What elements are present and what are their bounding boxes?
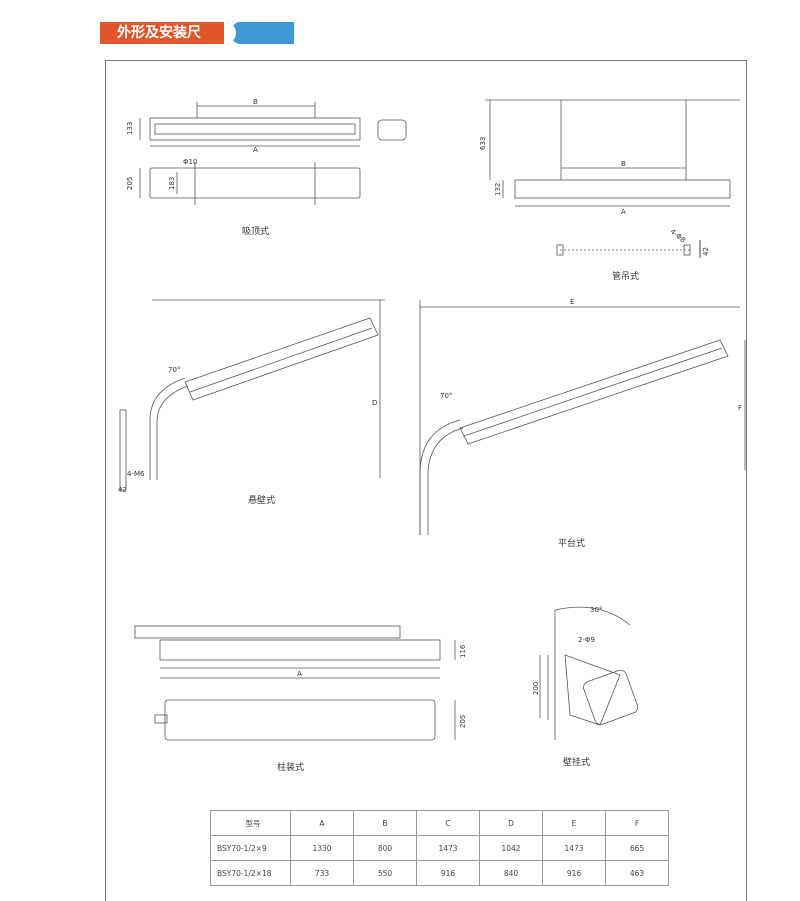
dim-a: A bbox=[253, 146, 258, 154]
dim-e: E bbox=[570, 298, 574, 306]
dim-205: 205 bbox=[459, 715, 467, 728]
table-cell: 665 bbox=[605, 835, 669, 861]
dim-4-m6: 4-M6 bbox=[127, 470, 145, 478]
table-row: BSY70-1/2×18 733 550 916 840 916 463 bbox=[210, 860, 669, 886]
caption-cantilever: 悬壁式 bbox=[248, 494, 275, 506]
header-accent-bar bbox=[232, 22, 294, 44]
table-cell: 550 bbox=[353, 860, 417, 886]
dim-f: F bbox=[738, 404, 742, 412]
table-header-row: 型号 A B C D E F bbox=[210, 810, 669, 836]
dim-4-phi8: 4-Φ8 bbox=[669, 227, 687, 244]
table-cell: 916 bbox=[542, 860, 606, 886]
table-cell: 463 bbox=[605, 860, 669, 886]
dim-132: 132 bbox=[494, 183, 502, 196]
drawing-frame bbox=[105, 60, 747, 901]
cantilever-mount-drawing: 70° D 4-M6 42 悬壁式 bbox=[118, 299, 385, 506]
header-cell: E bbox=[542, 810, 606, 836]
dim-633: 633 bbox=[479, 137, 487, 150]
dim-30: 30° bbox=[590, 606, 602, 614]
ceiling-mount-drawing: B A 133 205 183 Φ10 吸顶式 bbox=[126, 98, 407, 237]
header-cell: A bbox=[290, 810, 354, 836]
table-cell: 1473 bbox=[416, 835, 480, 861]
dim-phi10: Φ10 bbox=[183, 158, 197, 166]
table-cell: 1330 bbox=[290, 835, 354, 861]
pendant-mount-drawing: 633 132 B A 4-Φ8 42 管吊式 bbox=[479, 99, 740, 282]
dim-116: 116 bbox=[459, 644, 467, 658]
table-cell: 916 bbox=[416, 860, 480, 886]
dim-205: 205 bbox=[126, 177, 134, 190]
dim-42: 42 bbox=[118, 486, 127, 494]
dim-183: 183 bbox=[168, 177, 176, 190]
platform-mount-drawing: E 70° F 平台式 bbox=[419, 298, 746, 549]
table-row: BSY70-1/2×9 1330 800 1473 1042 1473 665 bbox=[210, 835, 669, 861]
wall-mount-drawing: 30° 2-Φ9 200 壁挂式 bbox=[532, 606, 639, 768]
header-cell: C bbox=[416, 810, 480, 836]
dim-angle: 70° bbox=[440, 392, 452, 400]
header-cell: D bbox=[479, 810, 543, 836]
table-cell: 840 bbox=[479, 860, 543, 886]
table-cell: 1042 bbox=[479, 835, 543, 861]
dim-a: A bbox=[621, 208, 626, 216]
section-header: 外形及安装尺寸 bbox=[100, 22, 294, 63]
table-cell: 800 bbox=[353, 835, 417, 861]
dimensions-table: 型号 A B C D E F BSY70-1/2×9 1330 800 1473… bbox=[210, 810, 669, 886]
caption-pole: 柱装式 bbox=[277, 761, 304, 773]
dim-b: B bbox=[621, 160, 626, 168]
table-cell: 733 bbox=[290, 860, 354, 886]
table-cell: BSY70-1/2×9 bbox=[210, 835, 291, 861]
dim-angle: 70° bbox=[168, 366, 180, 374]
pole-mount-drawing: 116 A 205 柱装式 bbox=[134, 625, 467, 773]
dim-42: 42 bbox=[702, 247, 710, 256]
caption-ceiling: 吸顶式 bbox=[242, 225, 269, 237]
caption-pendant: 管吊式 bbox=[612, 270, 639, 282]
dim-200: 200 bbox=[532, 682, 540, 695]
dim-133: 133 bbox=[126, 122, 134, 135]
caption-wall: 壁挂式 bbox=[563, 756, 590, 768]
dim-a: A bbox=[297, 670, 302, 678]
header-cell: F bbox=[605, 810, 669, 836]
caption-platform: 平台式 bbox=[558, 537, 585, 549]
header-cell: 型号 bbox=[210, 810, 291, 836]
dim-2-phi9: 2-Φ9 bbox=[578, 636, 595, 644]
table-cell: BSY70-1/2×18 bbox=[210, 860, 291, 886]
dim-b: B bbox=[253, 98, 258, 106]
dim-d: D bbox=[372, 399, 377, 407]
header-notch bbox=[224, 22, 236, 44]
header-cell: B bbox=[353, 810, 417, 836]
section-title: 外形及安装尺寸 bbox=[100, 22, 228, 63]
table-cell: 1473 bbox=[542, 835, 606, 861]
